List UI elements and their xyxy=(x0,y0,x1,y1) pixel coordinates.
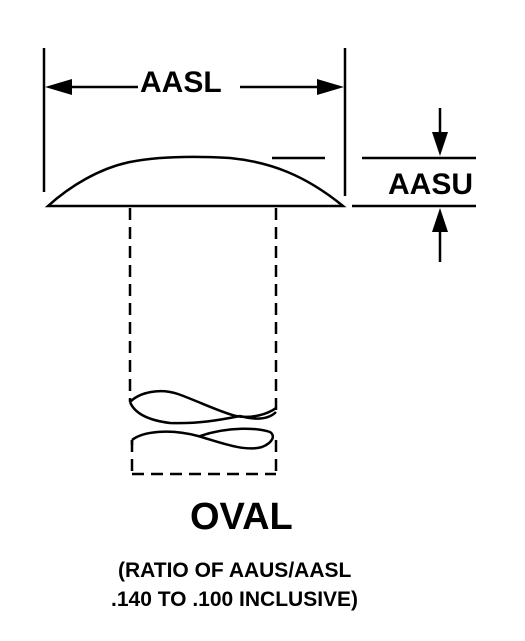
shank-break-lower xyxy=(130,427,274,450)
ratio-note-line-1: (RATIO OF AAUS/AASL xyxy=(118,559,352,582)
shank-hidden-lines xyxy=(128,208,278,476)
aasu-upper-arrowhead xyxy=(432,132,448,156)
shank-break-upper xyxy=(128,390,277,425)
aasl-left-arrowhead xyxy=(45,79,72,95)
aasl-dimension-label: AASL xyxy=(140,66,222,99)
diagram-title: OVAL xyxy=(190,496,293,538)
oval-head-outline xyxy=(44,155,347,208)
aasl-right-arrowhead xyxy=(317,79,344,95)
aasu-lower-arrowhead xyxy=(432,208,448,232)
ratio-note-line-2: .140 TO .100 INCLUSIVE) xyxy=(111,588,359,611)
aasu-dimension-label: AASU xyxy=(388,168,474,201)
